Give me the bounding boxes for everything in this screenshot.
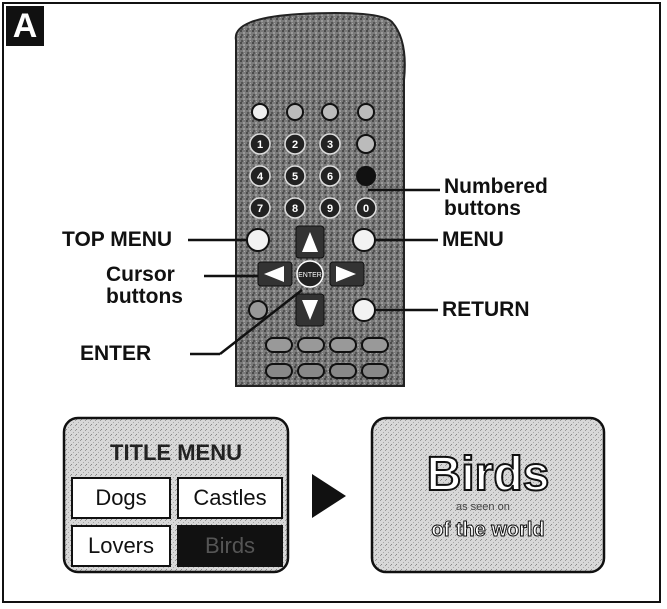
number-key-label: 6: [327, 171, 333, 183]
selected-title-word: Birds: [427, 448, 550, 501]
title-menu-heading: TITLE MENU: [110, 440, 242, 465]
keypad-side-button: [357, 135, 375, 153]
play-arrow-icon: [312, 474, 346, 518]
number-key-label: 8: [292, 203, 298, 215]
menu-item-label: Lovers: [88, 533, 154, 558]
number-key-label: 2: [292, 139, 298, 151]
number-key-label: 0: [363, 203, 369, 215]
return-button: [353, 299, 375, 321]
return-label: RETURN: [442, 299, 530, 321]
number-key-label: 3: [327, 139, 333, 151]
enter-key-text: ENTER: [298, 272, 322, 279]
selected-title-subtitle: of the world: [431, 519, 544, 541]
menu-label: MENU: [442, 229, 504, 251]
number-key-label: 5: [292, 171, 298, 183]
number-key-label: 1: [257, 139, 263, 151]
top-menu-label: TOP MENU: [62, 229, 172, 251]
number-key-label: 4: [257, 171, 264, 183]
screen-caption: as seen on: [456, 501, 510, 513]
numbered-buttons-label: Numbered buttons: [444, 176, 548, 220]
misc-button: [249, 301, 267, 319]
menu-item-label: Dogs: [95, 485, 146, 510]
menu-button: [353, 229, 375, 251]
menu-item-label: Castles: [193, 485, 266, 510]
menu-item-label: Birds: [205, 533, 255, 558]
top-menu-button: [247, 229, 269, 251]
keypad-side-button: [357, 167, 375, 185]
number-key-label: 7: [257, 203, 263, 215]
enter-label: ENTER: [80, 343, 151, 365]
cursor-buttons-label: Cursor buttons: [106, 264, 183, 308]
number-key-label: 9: [327, 203, 333, 215]
